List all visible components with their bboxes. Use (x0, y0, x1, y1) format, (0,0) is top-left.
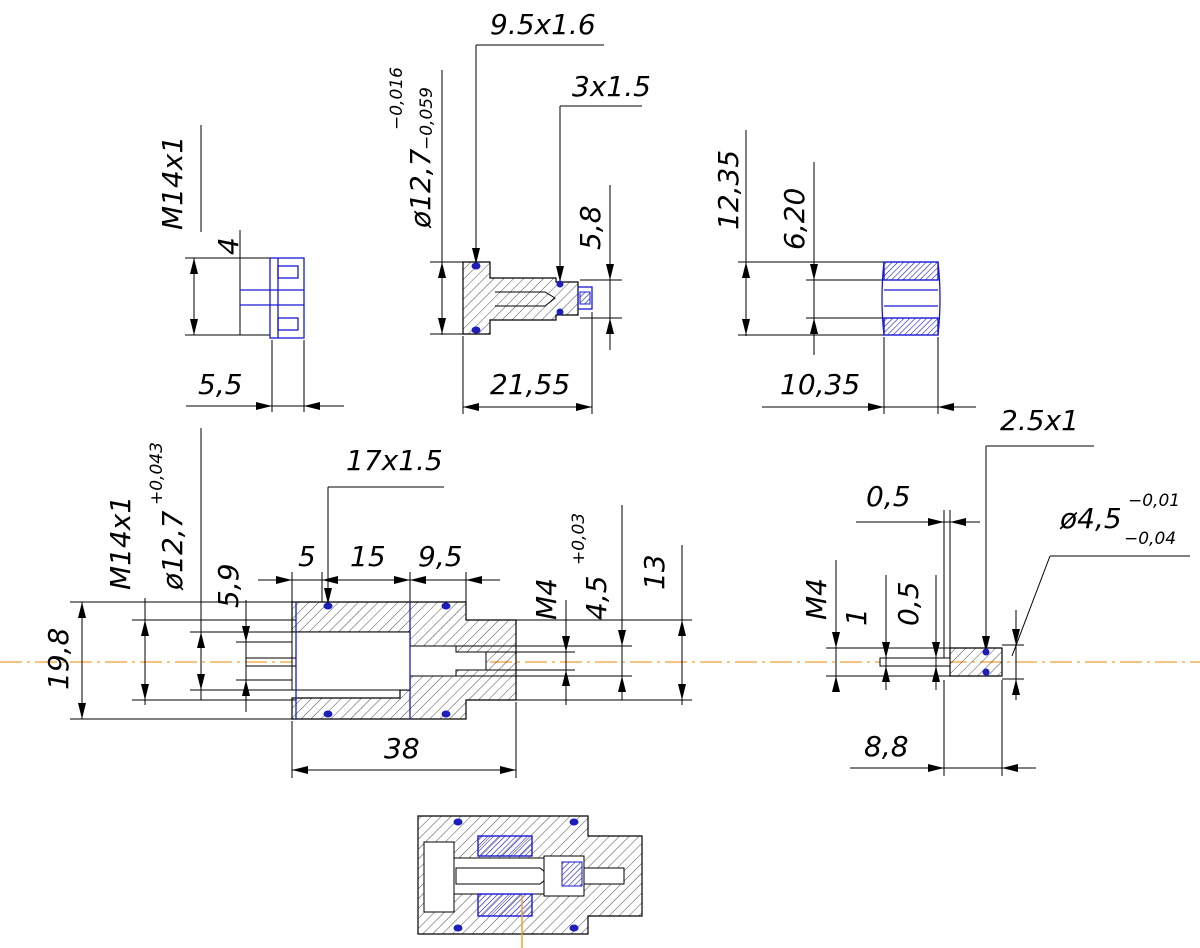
diameter-upper-tol-pin: −0,01 (1128, 491, 1180, 511)
assembly-view (417, 815, 643, 948)
dim-overall-dia: 19,8 (42, 628, 75, 690)
diameter-base-main: ø12,7 (156, 510, 189, 591)
oring-main-label: 17x1.5 (346, 444, 443, 477)
part-top-middle: 9.5x1.6 3x1.5 ø12,7 −0,016 −0,059 5,8 (387, 8, 651, 414)
oring-pin-label: 2.5x1 (1000, 404, 1079, 437)
diameter-lower-tol-top-mid: −0,059 (417, 87, 437, 150)
dim-width-top-left: 5,5 (198, 368, 243, 401)
diameter-base-top-mid: ø12,7 (404, 148, 437, 229)
length-top-mid: 21,55 (490, 368, 570, 401)
diameter-tol-main: +0,043 (147, 442, 167, 505)
part-top-left: M14x1 4 5,5 (156, 125, 344, 412)
part-top-right: 12,35 6,20 10,35 (712, 130, 976, 414)
diameter-upper-tol-top-mid: −0,016 (387, 67, 407, 130)
dia-small-base-main: 4,5 (580, 575, 613, 620)
len-b-main: 15 (350, 540, 386, 573)
dia-small-tol-main: +0,03 (569, 513, 589, 565)
dia-13-main: 13 (638, 554, 671, 590)
length-top-right: 10,35 (780, 368, 860, 401)
oring-large-label: 9.5x1.6 (490, 8, 596, 41)
length-main: 38 (384, 732, 420, 765)
thread-small-main: M4 (530, 578, 563, 620)
len-a-main: 5 (298, 540, 316, 573)
thread-label-main: M14x1 (104, 496, 137, 590)
diameter-lower-tol-pin: −0,04 (1124, 529, 1176, 549)
dim-05-top-pin: 0,5 (866, 480, 911, 513)
dim-05-side-pin: 0,5 (892, 581, 925, 626)
oring-small-label: 3x1.5 (572, 70, 651, 103)
dim-height-top-left: 4 (212, 237, 245, 255)
dim-outer-top-right: 12,35 (712, 150, 745, 230)
dim-1-pin: 1 (840, 608, 873, 626)
len-c-main: 9,5 (418, 540, 463, 573)
part-pin: 2.5x1 0,5 ø4,5 −0,01 −0,04 M4 1 0,5 (800, 404, 1190, 776)
diameter-base-pin: ø4,5 (1059, 502, 1122, 535)
dim-inner-top-right: 6,20 (778, 188, 811, 250)
thread-pin: M4 (800, 578, 833, 620)
dim-inner-top-mid: 5,8 (574, 205, 607, 250)
thread-label-top-left: M14x1 (156, 136, 189, 230)
dim-bore-main: 5,9 (212, 563, 245, 608)
length-pin: 8,8 (864, 730, 909, 763)
part-main-body: 19,8 M14x1 ø12,7 +0,043 5,9 17x1.5 (42, 428, 692, 778)
